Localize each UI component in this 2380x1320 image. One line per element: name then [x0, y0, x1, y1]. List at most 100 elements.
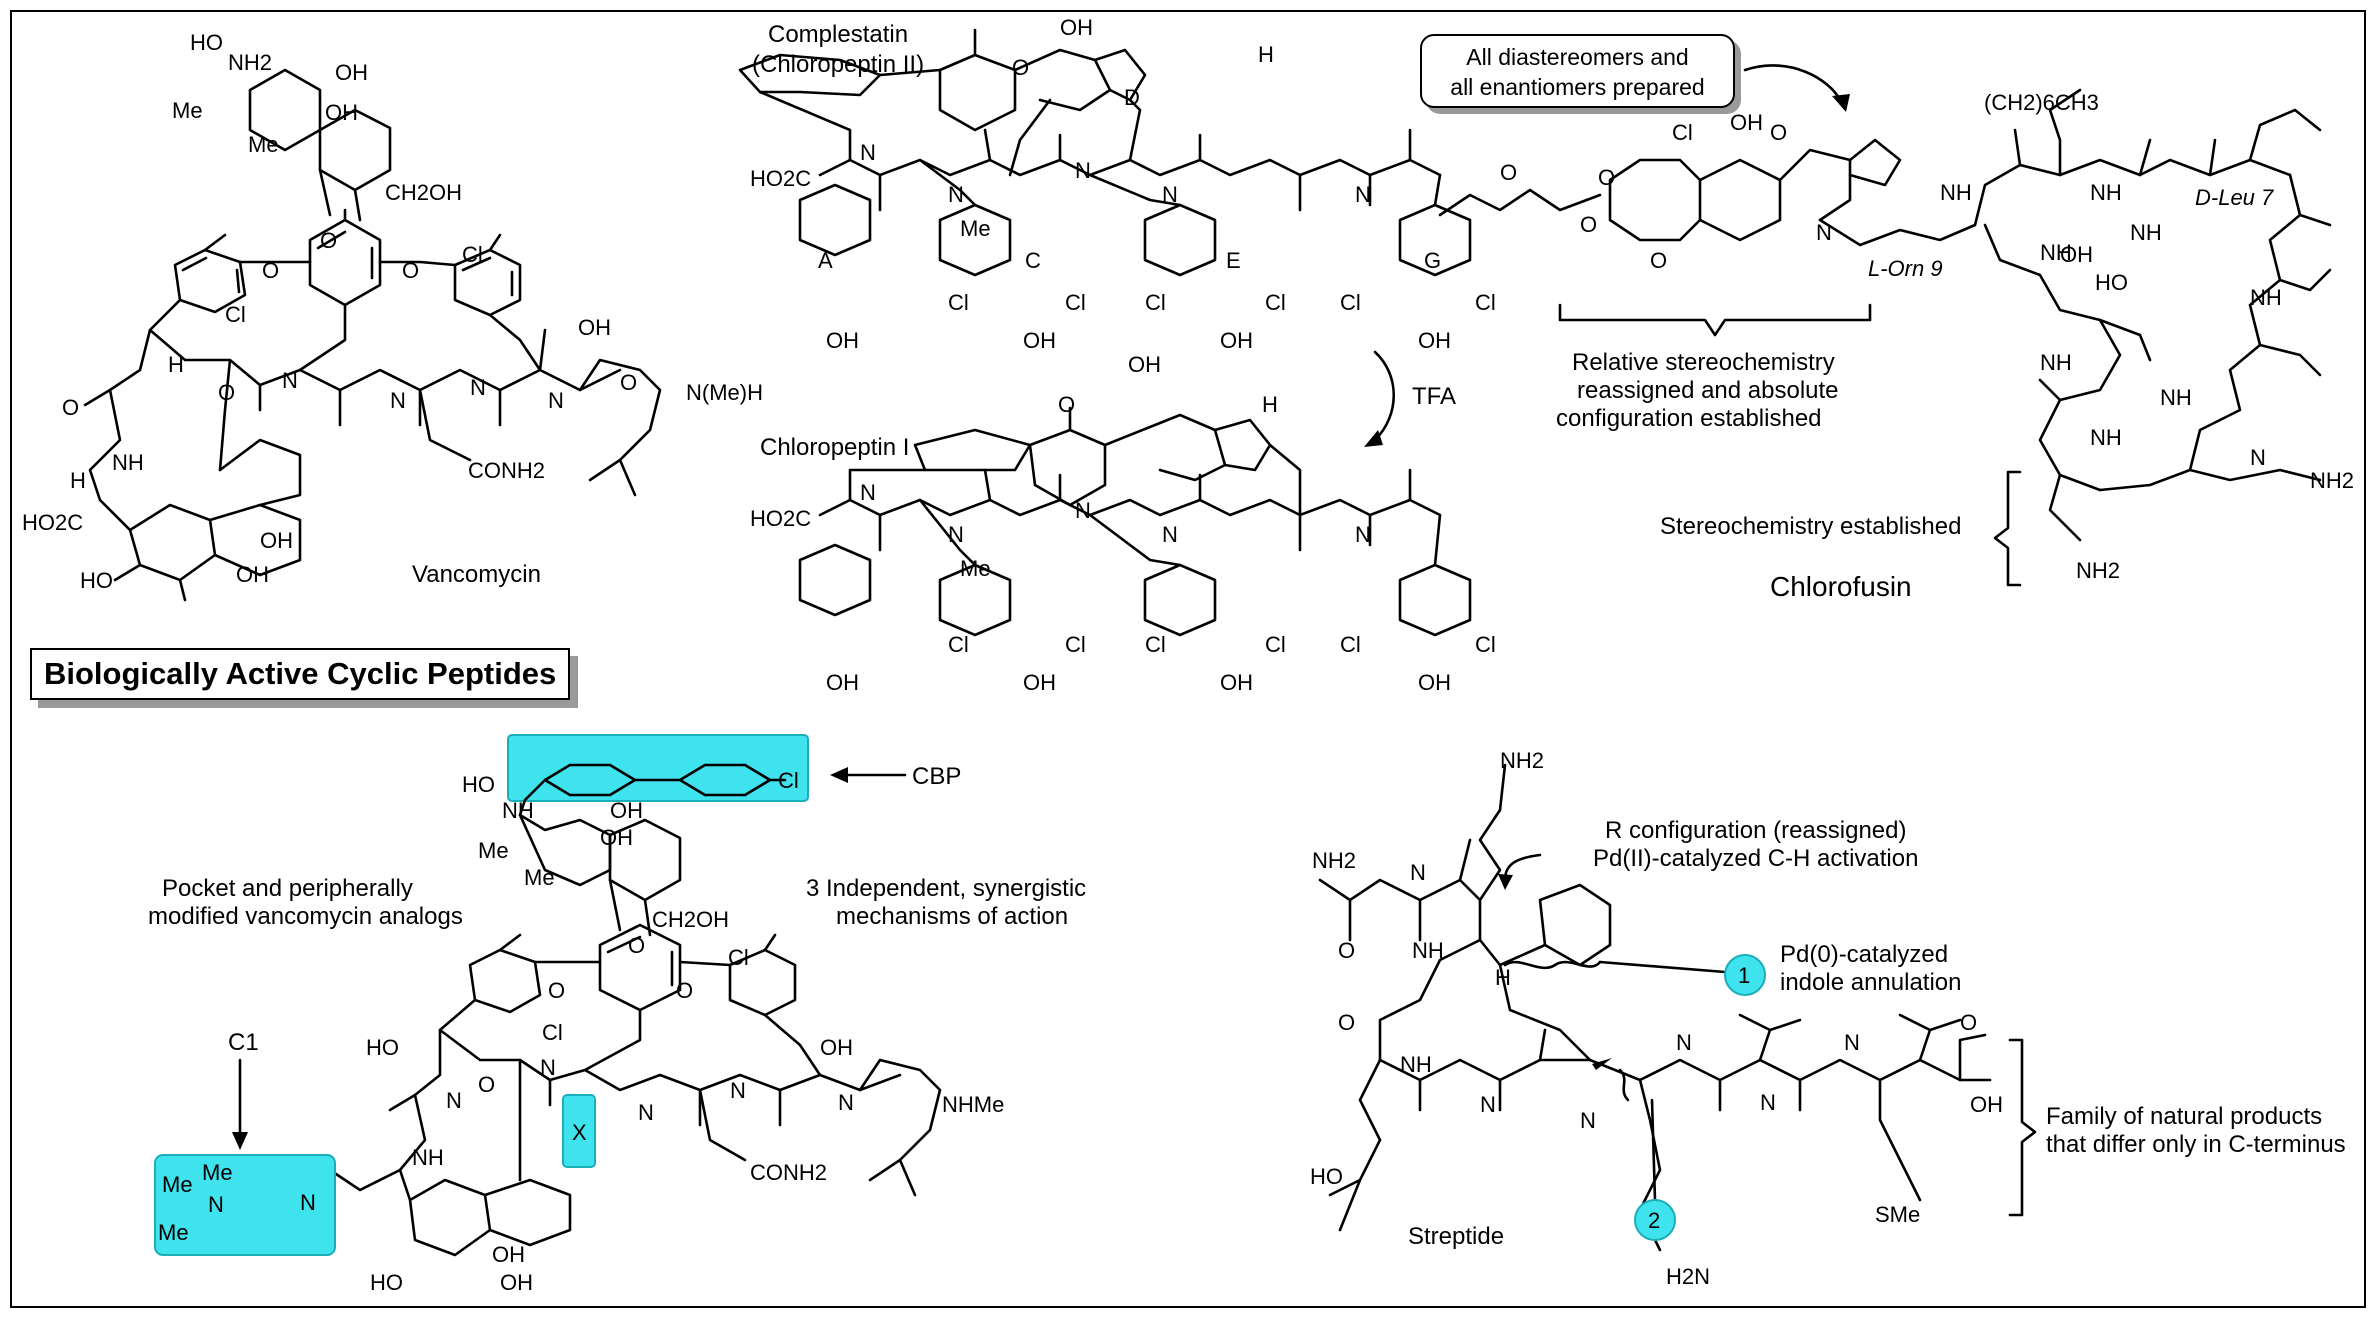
diastereomer-arrow: [1743, 64, 1842, 102]
ring-label-d: D: [1124, 85, 1140, 110]
vanco-oh-label-1: OH: [335, 60, 368, 85]
str-o-acid: O: [1960, 1010, 1977, 1035]
cpx-cl-5: Cl: [1340, 290, 1361, 315]
str-nh-1: N: [1410, 860, 1426, 885]
ring-label-e: E: [1226, 248, 1241, 273]
vanco-cl-label-2: Cl: [225, 302, 246, 327]
mv-me-3: Me: [158, 1220, 189, 1245]
vanco-h-label: H: [70, 468, 86, 493]
vanco-ho2c-label: HO2C: [22, 510, 83, 535]
cp1-oh-top: OH: [1128, 352, 1161, 377]
mv-oh-3: OH: [820, 1035, 853, 1060]
str-nh-7: N: [1760, 1090, 1776, 1115]
vanco-ch2oh-label: CH2OH: [385, 180, 462, 205]
chlorofusin-name: Chlorofusin: [1770, 571, 1912, 602]
cp1-nh-1: N: [860, 480, 876, 505]
vancomycin-structure: [83, 68, 662, 602]
cpx-nh-2: N: [1075, 158, 1091, 183]
vanco-me-label-1: Me: [172, 98, 203, 123]
pd0-note-1: Pd(0)-catalyzed: [1780, 941, 1948, 968]
complestatin-name: Complestatin: [768, 21, 908, 48]
mechanisms-note-2: mechanisms of action: [836, 903, 1068, 930]
str-o-2: O: [1338, 1010, 1355, 1035]
vanco-nh-label-3: N: [390, 388, 406, 413]
cfx-nh-9: N: [2250, 445, 2266, 470]
mv-nh-2: N: [540, 1055, 556, 1080]
family-note-1: Family of natural products: [2046, 1103, 2322, 1130]
vanco-nh-label-1: H: [168, 352, 184, 377]
bond-1-wavy: [1503, 960, 1602, 970]
str-nh-5: N: [1580, 1108, 1596, 1133]
cp1-cl-4: Cl: [1265, 632, 1286, 657]
r-config-note-2: Pd(II)-catalyzed C-H activation: [1593, 845, 1918, 872]
vanco-me-label-2: Me: [248, 132, 279, 157]
mv-o-4: O: [478, 1072, 495, 1097]
cp1-nh-4: N: [1355, 522, 1371, 547]
mechanisms-note-1: 3 Independent, synergistic: [806, 875, 1086, 902]
leu-residue-label: D-Leu 7: [2195, 185, 2274, 210]
ring-label-a: A: [818, 248, 833, 273]
vanco-nh-label-5: N: [548, 388, 564, 413]
cbp-highlight: [507, 734, 809, 802]
cp1-me: Me: [960, 556, 991, 581]
site-1-leader: [1598, 960, 1727, 974]
site-1-number: 1: [1738, 963, 1750, 988]
figure-title: Biologically Active Cyclic Peptides: [30, 648, 571, 700]
mv-o-3: O: [676, 978, 693, 1003]
cpx-cl-3: Cl: [1145, 290, 1166, 315]
vanco-nh2-label: NH2: [228, 50, 272, 75]
diastereomer-note-box: All diastereomers and all enantiomers pr…: [1420, 34, 1735, 108]
cp1-indole-nh: H: [1262, 392, 1278, 417]
cfx-o-3: O: [1650, 248, 1667, 273]
vanco-o-label-1: O: [320, 228, 337, 253]
str-nh-6: N: [1676, 1030, 1692, 1055]
mv-nh-6: NH: [412, 1145, 444, 1170]
vanco-o-label-4: O: [218, 380, 235, 405]
cpx-nh-1: N: [860, 140, 876, 165]
vanco-o-label-6: O: [620, 370, 637, 395]
complestatin-alt-name: (Chloropeptin II): [752, 51, 924, 78]
mv-o-1: O: [628, 933, 645, 958]
cfx-nh2-2: NH2: [2076, 558, 2120, 583]
complestatin-structure: [738, 28, 1472, 277]
cfx-nh-3: NH: [2130, 220, 2162, 245]
cfx-n: N: [1816, 220, 1832, 245]
ring-label-g: G: [1424, 248, 1441, 273]
mv-cl-1: Cl: [728, 945, 749, 970]
mv-me-1: Me: [162, 1172, 193, 1197]
cfx-o-1: O: [1598, 165, 1615, 190]
cpx-cl-4: Cl: [1265, 290, 1286, 315]
site-2-leader: [1650, 1098, 1657, 1202]
family-note-2: that differ only in C-terminus: [2046, 1131, 2346, 1158]
cfx-nh-4: NH: [2040, 240, 2072, 265]
cpx-oh-a: OH: [826, 328, 859, 353]
mv-o-2: O: [548, 978, 565, 1003]
mv-ho-3: HO: [370, 1270, 403, 1295]
str-nh-4: N: [1480, 1092, 1496, 1117]
stereo-established-brace: [1993, 470, 2022, 587]
cpx-oh-top: OH: [1060, 15, 1093, 40]
cpx-cl-2: Cl: [1065, 290, 1086, 315]
vanco-oh-label-5: OH: [236, 562, 269, 587]
mv-oh-2: OH: [600, 825, 633, 850]
c1-label: C1: [228, 1029, 259, 1056]
cpx-nh-3: N: [1162, 182, 1178, 207]
mv-cl-2: Cl: [542, 1020, 563, 1045]
vanco-nmeh-label: N(Me)H: [686, 380, 763, 405]
cp1-o-ether: O: [1058, 392, 1075, 417]
vanco-oh-label-2: OH: [325, 100, 358, 125]
pocket-note-1: Pocket and peripherally: [162, 875, 413, 902]
str-nh-2: NH: [1412, 938, 1444, 963]
mv-nh-5: N: [838, 1090, 854, 1115]
cfx-oh: OH: [1730, 110, 1763, 135]
mv-me-2: Me: [202, 1160, 233, 1185]
cpx-n-me: N: [948, 182, 964, 207]
cfx-nh2-1: NH2: [2310, 468, 2354, 493]
pocket-note-2: modified vancomycin analogs: [148, 903, 463, 930]
x-label: X: [572, 1120, 587, 1145]
ring-label-c: C: [1025, 248, 1041, 273]
site-2-number: 2: [1648, 1208, 1660, 1233]
mv-nh-3: N: [638, 1100, 654, 1125]
mv-ch2oh: CH2OH: [652, 907, 729, 932]
cpx-o-ether: O: [1012, 55, 1029, 80]
